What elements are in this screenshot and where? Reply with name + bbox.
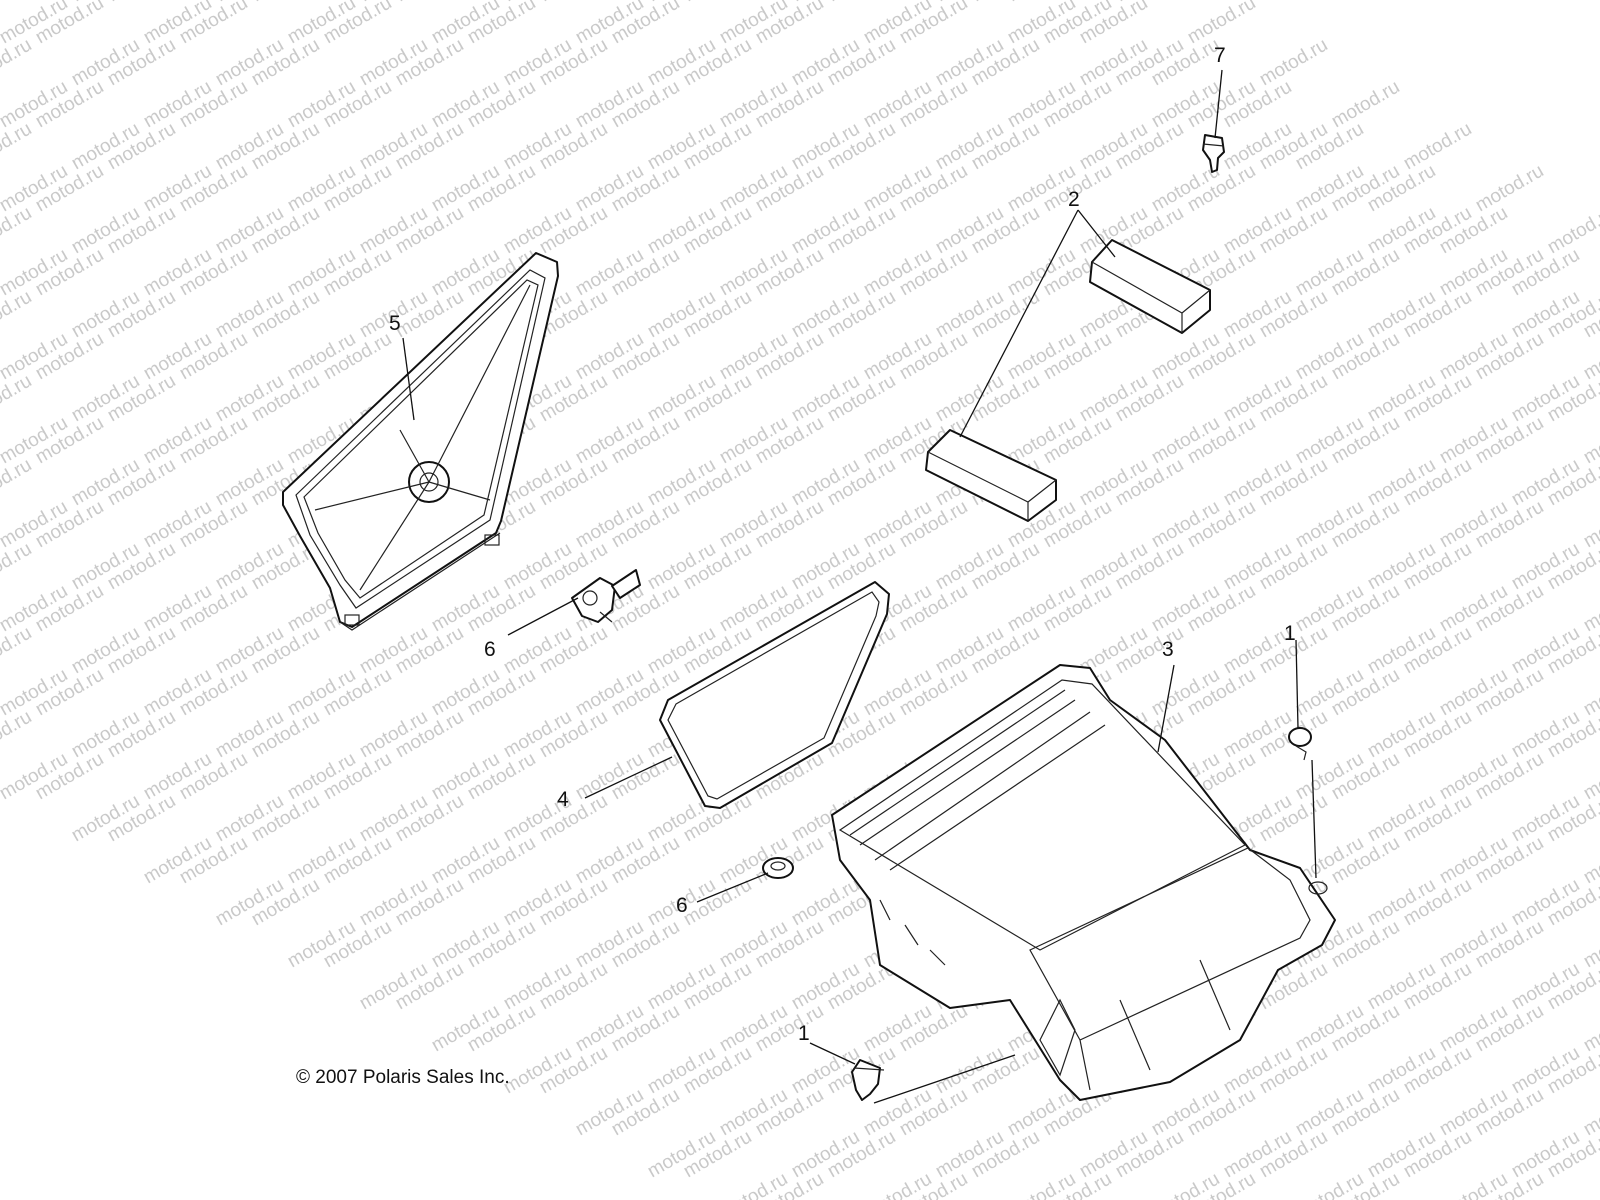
- part-1-rivet-upper: [1288, 727, 1312, 761]
- callout-5: 5: [389, 312, 401, 335]
- part-6-grommet: [762, 857, 794, 879]
- leader-5: [402, 337, 415, 421]
- part-8-screw: [1202, 134, 1225, 173]
- callout-3: 3: [1162, 638, 1174, 661]
- part-7-latch: [571, 569, 641, 623]
- leader-6: [696, 872, 769, 903]
- callout-1-upper: 1: [1284, 622, 1296, 645]
- leader-1-lower: [809, 1042, 856, 1065]
- leader-1-upper: [1295, 639, 1299, 729]
- part-2-foam-pads: [925, 239, 1211, 522]
- part-1-rivet-lower: [851, 1059, 885, 1101]
- callout-8: 7: [1214, 44, 1226, 67]
- callout-6: 6: [676, 894, 688, 917]
- leader-1-lower-b: [873, 1054, 1016, 1104]
- callout-4: 4: [557, 788, 569, 811]
- leader-2b: [959, 209, 1079, 438]
- callout-7: 6: [484, 638, 496, 661]
- leader-1-upper-b: [1311, 759, 1317, 879]
- part-4-gasket: [659, 581, 890, 809]
- leader-4: [584, 756, 673, 799]
- leader-3: [1157, 664, 1175, 753]
- copyright-notice: © 2007 Polaris Sales Inc.: [296, 1067, 510, 1088]
- part-3-airbox-housing: [831, 664, 1336, 1101]
- leader-2a: [1077, 209, 1116, 258]
- part-5-filter-cover: [282, 252, 559, 631]
- callout-1-lower: 1: [798, 1022, 810, 1045]
- leader-lines: [402, 69, 1317, 1104]
- leader-8: [1214, 69, 1223, 139]
- callout-2: 2: [1068, 188, 1080, 211]
- callout-labels: 7 2 5 6 3 1 4 6 1: [389, 44, 1296, 1045]
- leader-7: [507, 597, 579, 636]
